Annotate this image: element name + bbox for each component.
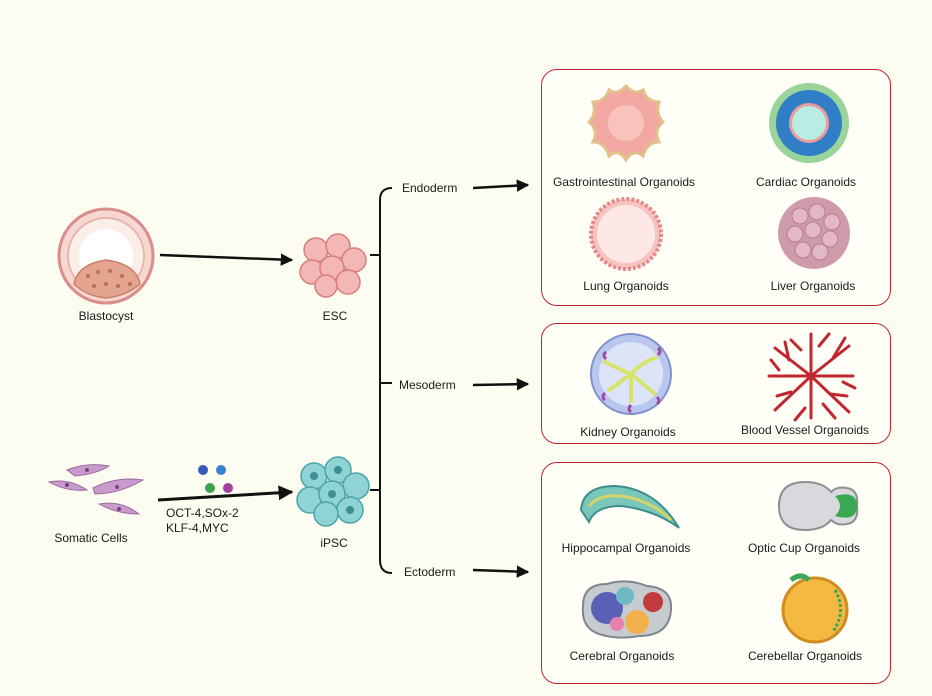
arrow-ectoderm xyxy=(472,565,530,578)
arrow-blastocyst-to-esc xyxy=(159,253,294,266)
blastocyst-label: Blastocyst xyxy=(78,309,134,323)
gastrointestinal-organoids-label: Gastrointestinal Organoids xyxy=(552,175,696,189)
blastocyst-icon xyxy=(57,207,155,305)
esc-cluster-icon xyxy=(299,233,367,298)
ipsc-label: iPSC xyxy=(320,536,348,550)
somatic-cells-icon xyxy=(47,464,145,515)
liver-organoid-icon xyxy=(778,197,850,269)
cardiac-organoid-icon xyxy=(769,83,849,163)
factors-label-line2: KLF-4,MYC xyxy=(166,521,229,535)
liver-organoids-label: Liver Organoids xyxy=(770,279,856,293)
endoderm-label: Endoderm xyxy=(402,181,458,195)
branch-bracket xyxy=(370,187,393,574)
somatic-cells-label: Somatic Cells xyxy=(54,531,128,545)
hippocampal-organoids-label: Hippocampal Organoids xyxy=(561,541,691,555)
factors-label-line1: OCT-4,SOx-2 xyxy=(166,506,239,520)
transcription-factors-icon xyxy=(198,465,233,493)
lung-organoids-label: Lung Organoids xyxy=(583,279,669,293)
cerebellar-organoid-icon xyxy=(781,573,849,644)
arrow-somatic-to-ipsc xyxy=(157,485,294,502)
gastrointestinal-organoid-icon xyxy=(586,83,666,163)
arrow-endoderm xyxy=(472,179,530,192)
mesoderm-label: Mesoderm xyxy=(399,378,456,392)
esc-label: ESC xyxy=(322,309,348,323)
ipsc-cluster-icon xyxy=(296,456,370,527)
kidney-organoids-label: Kidney Organoids xyxy=(580,425,676,439)
hippocampal-organoid-icon xyxy=(579,484,680,529)
cerebellar-organoids-label: Cerebellar Organoids xyxy=(747,649,863,663)
optic-cup-organoids-label: Optic Cup Organoids xyxy=(747,541,861,555)
blood-vessel-organoid-icon xyxy=(767,332,857,422)
optic-cup-organoid-icon xyxy=(777,480,859,532)
blood-vessel-organoids-label: Blood Vessel Organoids xyxy=(740,423,870,437)
ectoderm-label: Ectoderm xyxy=(404,565,456,579)
kidney-organoid-icon xyxy=(590,333,672,415)
lung-organoid-icon xyxy=(589,197,663,271)
cerebral-organoids-label: Cerebral Organoids xyxy=(569,649,675,663)
arrow-mesoderm xyxy=(472,377,530,391)
cerebral-organoid-icon xyxy=(581,580,673,639)
cardiac-organoids-label: Cardiac Organoids xyxy=(755,175,857,189)
